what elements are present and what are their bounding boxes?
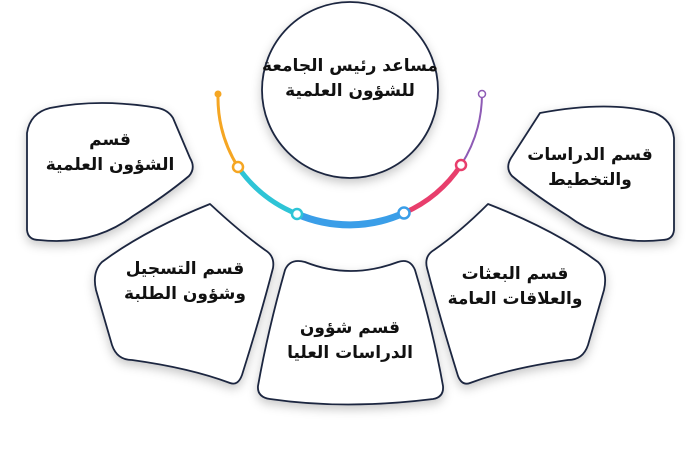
department-scientific-line1: قسم <box>89 130 131 150</box>
center-circle <box>261 1 439 179</box>
arc-segment-orange <box>216 92 240 169</box>
arc-segment-blue <box>293 209 408 229</box>
center-node-label: مساعد رئيس الجامعة للشؤون العلمية <box>262 54 438 103</box>
arc-node-blue <box>397 206 411 220</box>
department-label-scientific: قسم الشؤون العلمية <box>40 128 180 177</box>
arc-node-pink <box>454 158 468 172</box>
arc-segment-pink <box>401 162 464 216</box>
center-node-line2: للشؤون العلمية <box>285 80 415 101</box>
arc-segment-cyan <box>235 164 300 217</box>
department-graduate-line2: الدراسات العليا <box>287 342 413 363</box>
card-scientific <box>26 102 194 242</box>
card-planning <box>507 105 675 242</box>
department-label-graduate: قسم شؤون الدراسات العليا <box>280 316 420 365</box>
arc-node-cyan <box>290 207 304 221</box>
card-missions <box>425 203 607 385</box>
card-registration <box>93 203 275 385</box>
department-scientific-line2: الشؤون العلمية <box>45 154 175 175</box>
arc-segment-purple <box>460 93 483 166</box>
department-registration-line1: قسم التسجيل <box>125 259 245 279</box>
department-graduate-line1: قسم شؤون <box>299 318 401 338</box>
department-planning-line1: قسم الدراسات <box>527 145 653 165</box>
arc-endpoint-right <box>477 89 487 99</box>
department-missions-line1: قسم البعثات <box>461 264 569 284</box>
card-graduate <box>257 260 444 406</box>
department-missions-line2: والعلاقات العامة <box>447 288 583 309</box>
department-planning-line2: والتخطيط <box>548 169 632 190</box>
department-label-planning: قسم الدراسات والتخطيط <box>515 143 665 192</box>
arc-node-orange <box>231 160 245 174</box>
department-registration-line2: وشؤون الطلبة <box>124 283 246 304</box>
department-label-missions: قسم البعثات والعلاقات العامة <box>440 262 590 311</box>
department-label-registration: قسم التسجيل وشؤون الطلبة <box>110 257 260 306</box>
arc-endpoint-left <box>214 90 222 98</box>
center-node-line1: مساعد رئيس الجامعة <box>262 56 438 76</box>
